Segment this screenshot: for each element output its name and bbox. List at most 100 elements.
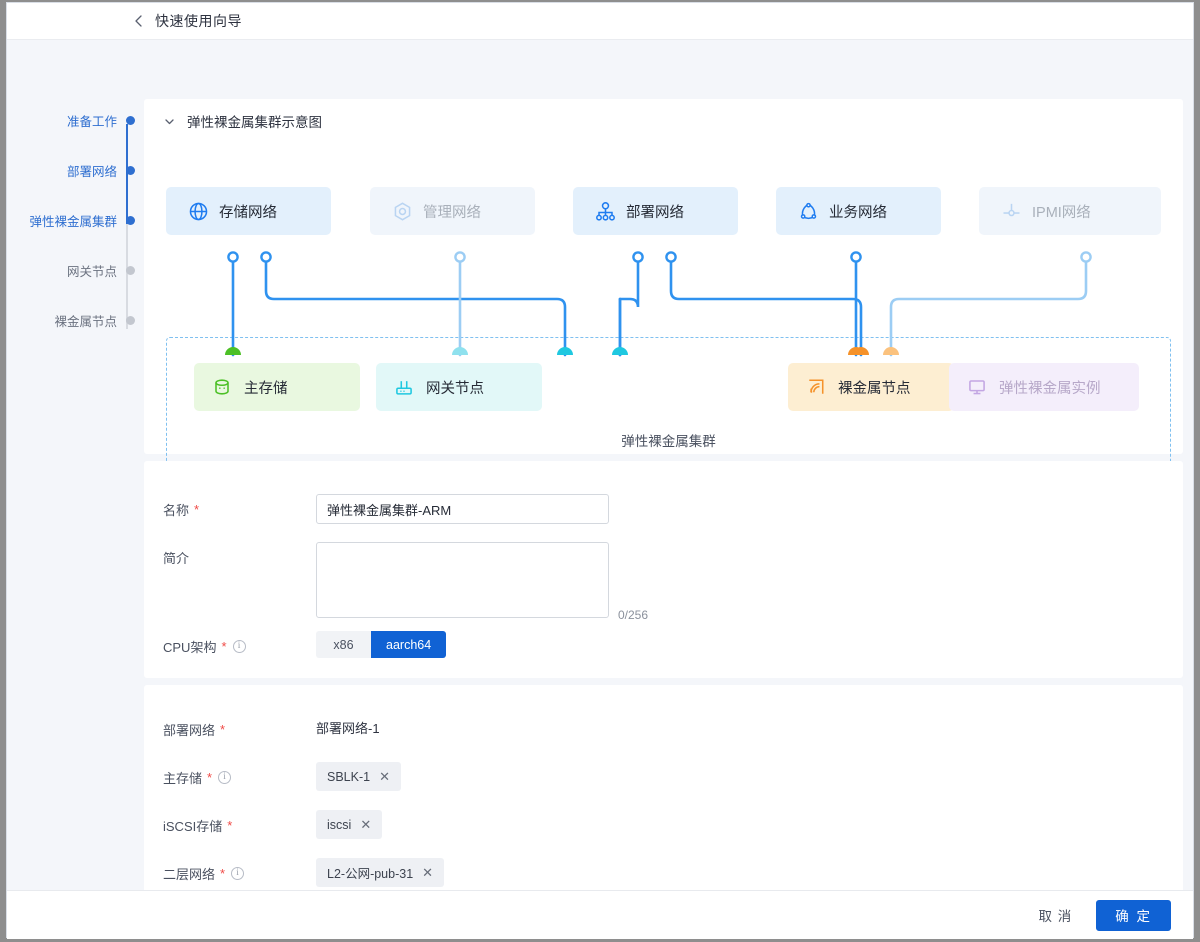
label-text: iSCSI存储 — [163, 818, 223, 834]
network-card-business[interactable]: 业务网络 — [776, 187, 941, 235]
confirm-button[interactable]: 确 定 — [1096, 899, 1171, 931]
step-item-bare-metal-node[interactable]: 裸金属节点 — [7, 313, 135, 329]
cpu-arch-option-x86[interactable]: x86 — [316, 631, 371, 658]
iscsi-storage-tag[interactable]: iscsi ✕ — [316, 810, 383, 839]
diagram-panel: 弹性裸金属集群示意图 弹性裸金属集群 — [144, 99, 1183, 472]
network-card-deploy[interactable]: 部署网络 — [573, 187, 738, 235]
body-area: 准备工作 部署网络 弹性裸金属集群 网关节点 裸金属节点 — [7, 40, 1193, 939]
tag-label: L2-公网-pub-31 — [327, 867, 414, 881]
form-row-deploy-network: 部署网络 * 部署网络-1 — [144, 714, 1183, 744]
required-marker: * — [207, 769, 213, 785]
step-label: 网关节点 — [66, 264, 117, 279]
network-card-storage[interactable]: 存储网络 — [166, 187, 331, 235]
close-icon[interactable]: ✕ — [379, 769, 390, 784]
name-control — [316, 494, 609, 524]
form-row-iscsi-storage: iSCSI存储 * iscsi ✕ — [144, 810, 1183, 840]
node-main-storage[interactable]: 主存储 — [194, 363, 360, 411]
required-marker: * — [194, 501, 200, 517]
name-input[interactable] — [316, 494, 609, 524]
step-item-prepare[interactable]: 准备工作 — [7, 113, 135, 129]
step-dot-icon — [126, 315, 135, 325]
node-label: 主存储 — [244, 380, 288, 397]
database-icon — [211, 376, 233, 398]
cpu-arch-control: x86 aarch64 — [316, 631, 447, 658]
deploy-network-value: 部署网络-1 — [316, 721, 380, 736]
cpu-arch-label: CPU架构 * i — [144, 631, 316, 661]
form-row-l2-network: 二层网络 * i L2-公网-pub-31 ✕ — [144, 858, 1183, 888]
network-card-management[interactable]: 管理网络 — [370, 187, 535, 235]
cluster-diagram: 弹性裸金属集群 — [144, 143, 1183, 472]
l2-network-label: 二层网络 * i — [144, 858, 316, 888]
chevron-down-icon[interactable] — [163, 115, 176, 128]
tag-label: iscsi — [327, 817, 352, 832]
step-item-bare-metal-cluster[interactable]: 弹性裸金属集群 — [7, 213, 135, 229]
triangle-nodes-icon — [797, 200, 819, 222]
step-dot-icon — [126, 165, 135, 175]
form-row-description: 简介 0/256 — [144, 542, 1183, 622]
step-label: 部署网络 — [66, 164, 117, 179]
chevron-left-icon[interactable] — [132, 14, 146, 28]
step-label: 裸金属节点 — [54, 314, 117, 329]
step-line-1 — [126, 124, 128, 179]
step-item-gateway-node[interactable]: 网关节点 — [7, 263, 135, 279]
basic-info-panel: 名称 * 简介 0/256 CPU架构 * — [144, 461, 1183, 678]
required-marker: * — [220, 721, 226, 737]
crosshair-node-icon — [1000, 200, 1022, 222]
footer-bar: 取 消 确 定 — [7, 890, 1193, 939]
l2-network-tag[interactable]: L2-公网-pub-31 ✕ — [316, 858, 445, 887]
title-bar: 快速使用向导 — [7, 3, 1193, 40]
hexagon-target-icon — [391, 200, 413, 222]
cancel-button[interactable]: 取 消 — [1024, 900, 1086, 931]
network-config-panel: 部署网络 * 部署网络-1 主存储 * i SBLK-1 ✕ — [144, 685, 1183, 906]
step-dot-icon — [126, 215, 135, 225]
step-label: 准备工作 — [66, 114, 117, 129]
description-counter: 0/256 — [618, 608, 649, 622]
diagram-section-title: 弹性裸金属集群示意图 — [187, 115, 322, 130]
close-icon[interactable]: ✕ — [360, 817, 372, 832]
sitemap-icon — [594, 200, 616, 222]
form-row-main-storage: 主存储 * i SBLK-1 ✕ — [144, 762, 1183, 792]
required-marker: * — [227, 817, 233, 833]
node-bare-metal-instance[interactable]: 弹性裸金属实例 — [949, 363, 1139, 411]
network-card-label: 管理网络 — [423, 204, 481, 221]
cpu-arch-segmented: x86 aarch64 — [316, 631, 447, 658]
cpu-arch-option-aarch64[interactable]: aarch64 — [371, 631, 447, 658]
description-control: 0/256 — [316, 542, 648, 622]
label-text: 主存储 — [163, 770, 203, 786]
iscsi-storage-control: iscsi ✕ — [316, 810, 383, 839]
signal-server-icon — [805, 376, 827, 398]
main-storage-tag[interactable]: SBLK-1 ✕ — [316, 762, 401, 791]
step-item-deploy-network[interactable]: 部署网络 — [7, 163, 135, 179]
main-storage-label: 主存储 * i — [144, 762, 316, 792]
diagram-collapse-header[interactable]: 弹性裸金属集群示意图 — [144, 99, 1183, 143]
step-dot-icon — [126, 265, 135, 275]
description-textarea[interactable] — [316, 542, 609, 618]
deploy-network-label: 部署网络 * — [144, 714, 316, 744]
close-icon[interactable]: ✕ — [422, 865, 434, 880]
label-text: 名称 — [163, 502, 190, 518]
node-label: 弹性裸金属实例 — [999, 380, 1101, 397]
step-dot-icon — [126, 115, 135, 125]
step-line-3 — [126, 224, 128, 279]
app-window: 快速使用向导 准备工作 部署网络 弹性裸金属集群 网关节点 — [6, 2, 1194, 939]
step-line-4 — [126, 274, 128, 329]
node-gateway[interactable]: 网关节点 — [376, 363, 542, 411]
info-circle-icon[interactable]: i — [231, 866, 245, 880]
node-bare-metal[interactable]: 裸金属节点 — [788, 363, 954, 411]
iscsi-storage-label: iSCSI存储 * — [144, 810, 316, 840]
main-storage-control: SBLK-1 ✕ — [316, 762, 401, 791]
info-circle-icon[interactable]: i — [218, 770, 232, 784]
globe-icon — [187, 200, 209, 222]
node-label: 网关节点 — [426, 380, 484, 397]
network-card-label: 部署网络 — [626, 204, 684, 221]
label-text: 部署网络 — [163, 722, 216, 738]
info-circle-icon[interactable]: i — [232, 639, 246, 653]
network-card-ipmi[interactable]: IPMI网络 — [979, 187, 1161, 235]
tag-label: SBLK-1 — [327, 769, 371, 784]
form-row-name: 名称 * — [144, 494, 1183, 524]
description-label: 简介 — [144, 542, 316, 572]
step-line-2 — [126, 174, 128, 229]
label-text: CPU架构 — [163, 639, 217, 655]
page-title: 快速使用向导 — [155, 13, 242, 29]
name-label: 名称 * — [144, 494, 316, 524]
